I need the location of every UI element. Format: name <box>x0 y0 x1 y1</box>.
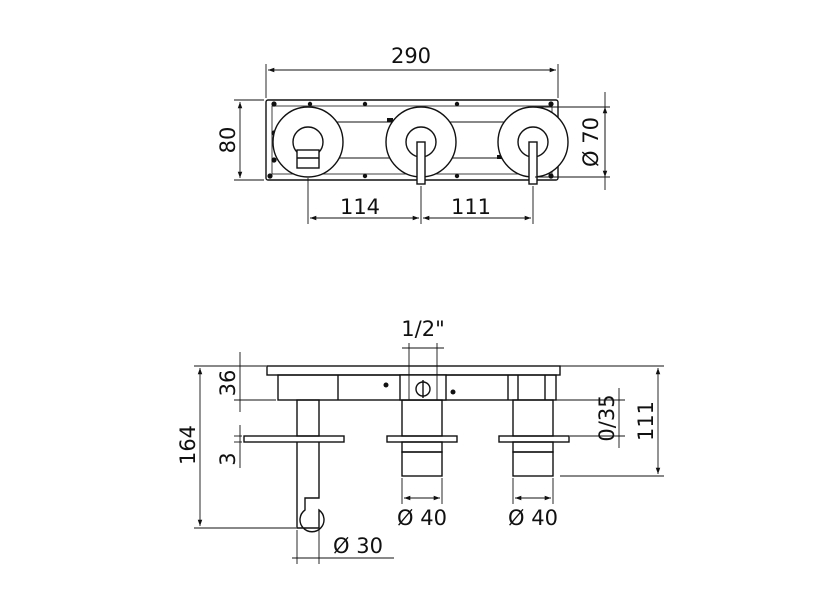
adjust-label: 0/35 <box>595 394 619 441</box>
total-depth-label: 164 <box>176 425 200 465</box>
flange-label: 3 <box>216 452 240 465</box>
lever-right <box>528 141 538 185</box>
top-view <box>265 99 569 185</box>
rosette-left <box>272 106 344 178</box>
hand-shower-holder <box>296 442 325 533</box>
projection-label: 111 <box>634 401 658 441</box>
depth-label: 36 <box>216 370 240 397</box>
middle-handle <box>401 451 443 477</box>
spacing-left-label: 114 <box>340 195 380 219</box>
diameter-mid-label: Ø 40 <box>397 506 447 530</box>
side-view <box>243 365 570 533</box>
left-flange <box>243 435 345 443</box>
height-label: 80 <box>216 127 240 154</box>
width-label: 290 <box>391 44 431 68</box>
side-plate <box>266 365 561 376</box>
diameter-label: Ø 70 <box>579 117 603 167</box>
middle-flange <box>386 435 458 443</box>
diverter-outlet <box>296 149 320 169</box>
lever-middle <box>416 141 426 185</box>
left-stem <box>296 399 320 437</box>
thread-label: 1/2" <box>401 317 444 341</box>
right-handle <box>512 451 554 477</box>
side-view-dimensions <box>194 343 664 564</box>
middle-stem <box>401 399 443 437</box>
top-view-dimensions <box>234 64 610 224</box>
diameter-right-label: Ø 40 <box>508 506 558 530</box>
spacing-right-label: 111 <box>451 195 491 219</box>
right-stem <box>512 399 554 437</box>
diameter-left-label: Ø 30 <box>333 534 383 558</box>
right-flange <box>498 435 570 443</box>
